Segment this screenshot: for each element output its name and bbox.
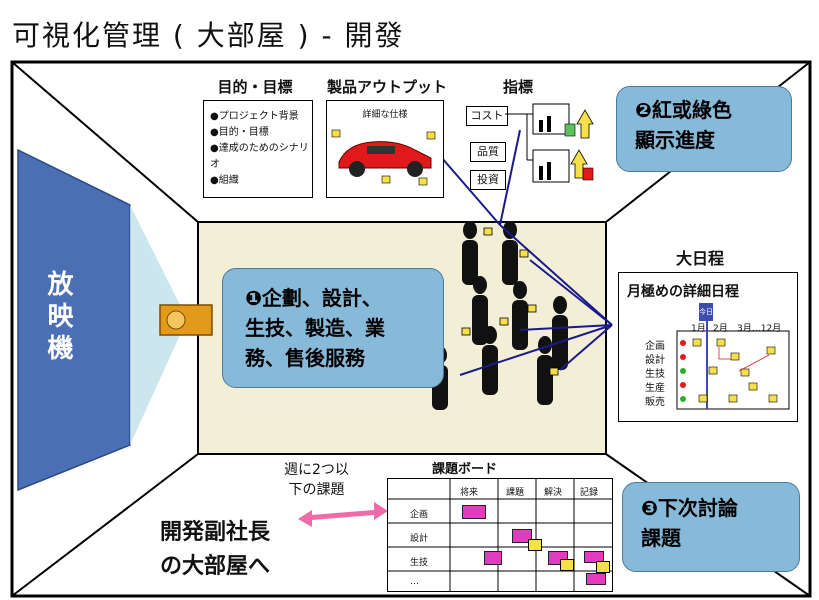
yellow-note [596,561,610,573]
schedule-row: 販売 [645,397,665,408]
product-panel: 詳細な仕様 [326,100,444,198]
schedule-row: 設計 [645,355,665,366]
board-row: 生技 [410,558,429,568]
people-stickies [461,227,559,376]
board-row: … [410,577,419,587]
indicator-investment: 投資 [470,170,506,190]
schedule-row: 生技 [645,369,665,380]
pink-arrow-line [304,509,381,521]
purpose-panel: ●プロジェクト背景 ●目的・目標 ●達成のためのシナリオ ●組織 [203,100,313,198]
pink-note [584,551,604,563]
yellow-note [560,559,574,571]
board-col: 将来 [460,488,479,498]
page-title: 可視化管理 ( 大部屋 ) - 開發 [12,19,405,52]
purpose-item: ●組織 [210,175,239,186]
callout-line: ❸下次討論 [641,496,738,520]
schedule-subtitle: 月極めの詳細日程 [627,284,739,300]
product-subtitle: 詳細な仕様 [362,110,408,120]
callout-next-topics: ❸下次討論 課題 [622,482,800,572]
purpose-list: ●プロジェクト背景 ●目的・目標 ●達成のためのシナリオ ●組織 [204,101,312,189]
board-row: 設計 [410,534,429,544]
vp-line: の大部屋へ [160,554,271,579]
screen-label: 放映機 [43,270,73,366]
room-outer-frame [10,60,812,598]
perspective-line-tl [11,61,199,223]
month-2: 2月 [713,324,728,334]
pink-arrow-right [374,502,388,520]
board-col: 課題 [506,488,525,498]
pink-note [586,573,606,585]
weekly-line: 下の課題 [288,482,345,498]
indicator-graphs [505,103,594,183]
projector-lens [166,310,186,330]
purpose-item: ●目的・目標 [210,127,269,138]
callout-line: 顯示進度 [635,128,715,152]
callout-line: ❷紅或綠色 [635,98,732,122]
pink-note [462,505,486,519]
vp-line: 開発副社長 [160,520,271,545]
callout-line: 務、售後服務 [245,346,365,370]
pink-note [484,551,502,565]
indicators-title: 指標 [502,78,533,96]
indicator-quality: 品質 [470,142,506,162]
purpose-title: 目的・目標 [217,78,293,96]
schedule-row: 生産 [645,383,665,394]
issue-board-grid [388,479,612,591]
product-title: 製品アウトプット [326,78,447,96]
board-col: 解決 [544,488,563,498]
car-icon [331,129,436,186]
callout-line: 課題 [641,526,681,550]
schedule-title: 大日程 [676,249,725,268]
board-col: 記録 [580,488,599,498]
schedule-chart [676,321,790,410]
callout-departments: ❶企劃、設計、 生技、製造、業 務、售後服務 [222,268,444,388]
purpose-item: ●達成のためのシナリオ [210,143,309,170]
indicator-cost: コスト [466,106,508,126]
vp-room-note: 開発副社長 の大部屋へ [160,516,270,584]
issue-board-title: 課題ボード [432,462,498,477]
weekly-issues-note: 週に2つ以 下の課題 [284,460,349,500]
pink-arrow-left [298,510,312,527]
schedule-row: 企画 [645,341,665,352]
callout-progress: ❷紅或綠色 顯示進度 [616,86,792,172]
month-3: 3月…12月 [737,324,782,334]
callout-line: ❶企劃、設計、 [245,286,382,310]
today-marker: 今日 [699,303,713,321]
yellow-note [528,539,542,551]
month-1: 1月 [691,324,706,334]
callout-line: 生技、製造、業 [245,316,385,340]
perspective-line-bl [11,453,199,597]
issue-board: 将来 課題 解決 記録 企画 設計 生技 … [387,478,613,592]
projection-beam [130,205,180,445]
purpose-item: ●プロジェクト背景 [210,111,299,122]
weekly-line: 週に2つ以 [284,462,349,478]
board-row: 企画 [410,510,429,520]
schedule-panel: 月極めの詳細日程 1月 2月 3月…12月 企画 設計 生技 生産 販売 今日 [618,272,798,422]
arrow-lines [434,129,613,376]
pink-note [512,529,532,543]
